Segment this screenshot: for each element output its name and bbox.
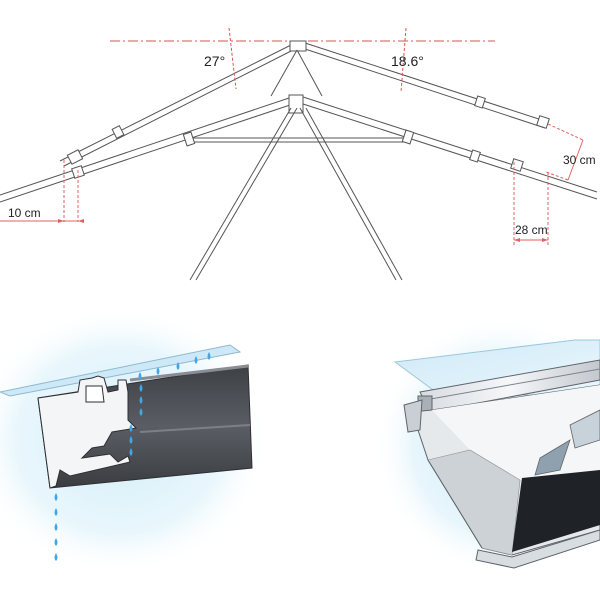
gutter-inner-stripe bbox=[512, 470, 600, 552]
right-overhang-dimension bbox=[513, 162, 549, 245]
apex-connector bbox=[289, 40, 307, 52]
frame-legs bbox=[189, 107, 403, 281]
gutter-cross-section bbox=[0, 305, 270, 575]
right-drop-label: 30 cm bbox=[563, 153, 596, 167]
rafter-joints bbox=[66, 95, 550, 179]
right-drop-dimension bbox=[545, 123, 584, 181]
left-overhang-dimension bbox=[0, 160, 84, 223]
roof-sheet bbox=[0, 344, 242, 397]
roof-frame-drawing: 27° 18.6° 10 cm 30 cm 28 cm bbox=[0, 27, 598, 281]
lower-rafter-left bbox=[0, 95, 297, 203]
gutter-profile bbox=[37, 375, 138, 489]
left-overhang-label: 10 cm bbox=[8, 206, 41, 220]
horizontal-tie bbox=[190, 137, 408, 143]
angle-lower-label: 18.6° bbox=[391, 53, 424, 69]
upper-rafter-left bbox=[59, 42, 296, 167]
angle-upper-label: 27° bbox=[204, 53, 225, 69]
gutter-3d-view bbox=[375, 315, 600, 575]
right-overhang-label: 28 cm bbox=[515, 223, 548, 237]
angle-markers bbox=[228, 27, 407, 93]
water-drops bbox=[54, 352, 211, 561]
upper-rafter-right bbox=[304, 42, 549, 129]
lower-apex-connector bbox=[288, 94, 304, 114]
apex-brace bbox=[270, 49, 323, 97]
lower-rafter-right bbox=[299, 95, 598, 200]
gutter-lip bbox=[475, 529, 600, 569]
